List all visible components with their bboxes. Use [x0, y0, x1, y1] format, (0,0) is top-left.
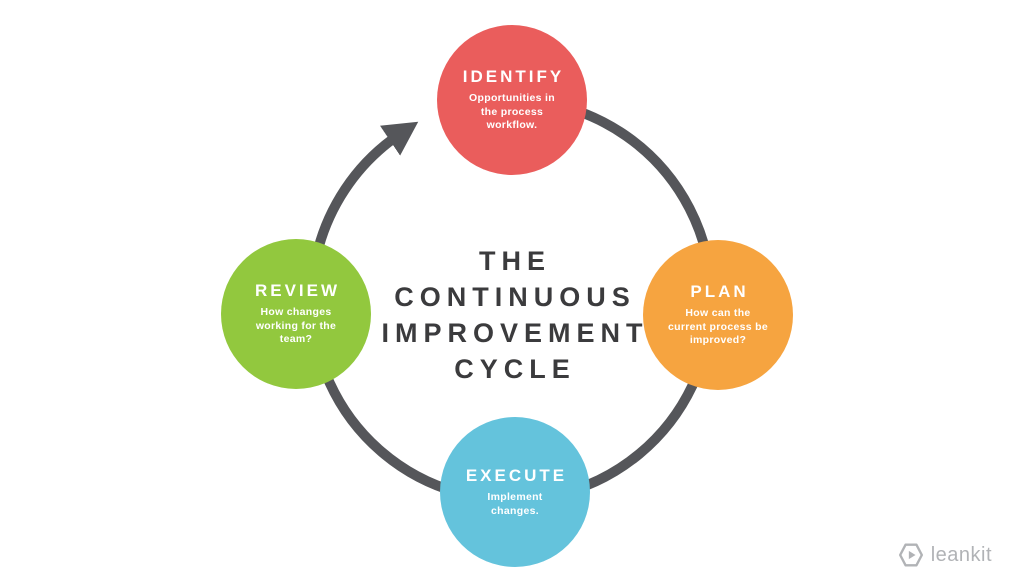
node-plan: PLAN How can the current process be impr… — [643, 240, 793, 390]
node-identify: IDENTIFY Opportunities in the process wo… — [437, 25, 587, 175]
leankit-logo-icon — [898, 543, 923, 567]
node-plan-label: PLAN — [690, 282, 749, 302]
cycle-title-line: CYCLE — [454, 354, 576, 384]
leankit-logo-text: leankit — [930, 543, 992, 566]
node-plan-description: How can the current process be improved? — [668, 307, 768, 347]
node-execute-description: Implement changes. — [487, 490, 543, 517]
node-review: REVIEW How changes working for the team? — [221, 239, 371, 389]
leankit-logo: leankit — [898, 542, 992, 568]
node-execute-label: EXECUTE — [465, 465, 568, 485]
cycle-title-line: CONTINUOUS — [394, 282, 636, 312]
cycle-title-line: IMPROVEMENT — [381, 318, 649, 348]
node-review-label: REVIEW — [254, 281, 341, 301]
node-review-description: How changes working for the team? — [255, 306, 337, 346]
node-identify-label: IDENTIFY — [462, 67, 565, 87]
cycle-title: THE CONTINUOUS IMPROVEMENT CYCLE — [312, 243, 712, 387]
node-execute: EXECUTE Implement changes. — [440, 417, 590, 567]
cycle-title-line: THE — [479, 246, 551, 276]
node-identify-description: Opportunities in the process workflow. — [469, 92, 555, 132]
